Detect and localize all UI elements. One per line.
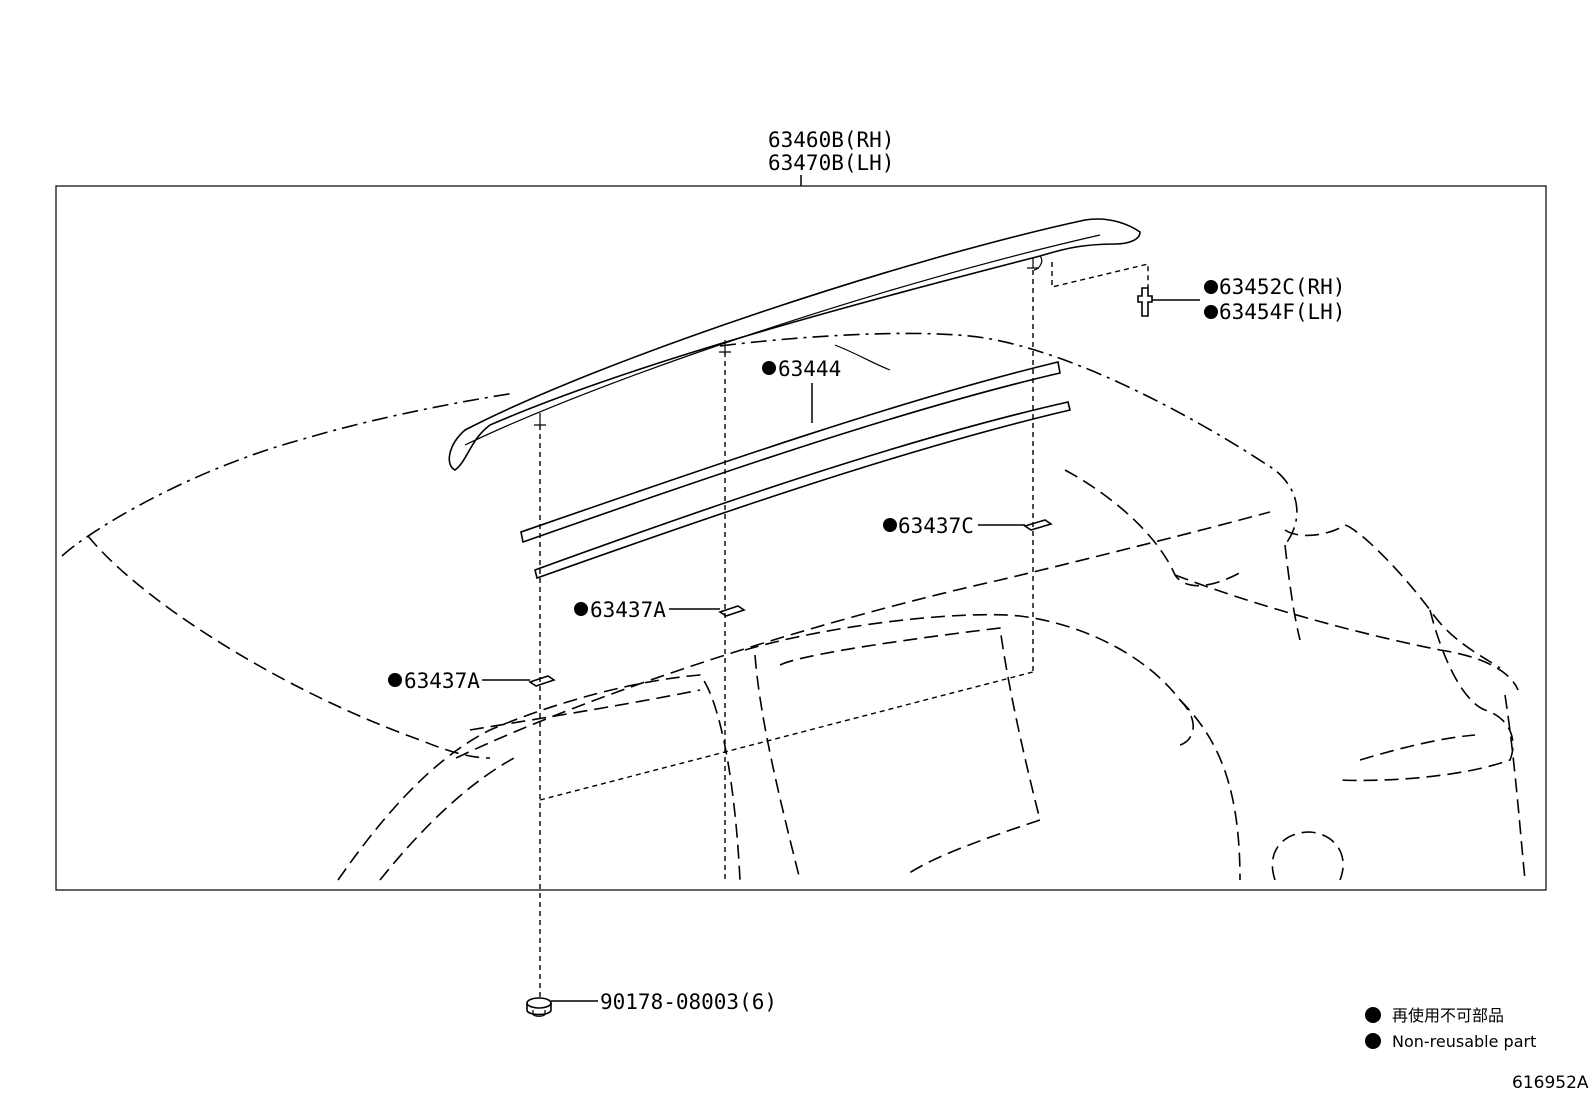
rail-lh-label: 63470B(LH) xyxy=(768,151,894,175)
legend: 再使用不可部品 Non-reusable part xyxy=(1365,1006,1536,1051)
legend-dot xyxy=(1365,1033,1381,1049)
non-reusable-dot xyxy=(1204,305,1218,319)
non-reusable-dot xyxy=(388,673,402,687)
alignment-lines xyxy=(539,262,1149,1000)
legend-en: Non-reusable part xyxy=(1392,1032,1536,1051)
rail-clip xyxy=(1137,287,1153,317)
vehicle-body-outline xyxy=(61,332,1526,881)
non-reusable-dot xyxy=(883,518,897,532)
pad-a-lower-label: 63437A xyxy=(404,669,480,693)
figure-ref-number: 616952A xyxy=(1512,1073,1589,1093)
pad-a-upper-label: 63437A xyxy=(590,598,666,622)
retainer-pads xyxy=(528,519,1053,687)
molding-label: 63444 xyxy=(778,357,841,381)
non-reusable-dot xyxy=(762,361,776,375)
nut-label: 90178-08003(6) xyxy=(600,990,777,1014)
roof-rail xyxy=(448,218,1141,471)
legend-jp: 再使用不可部品 xyxy=(1392,1006,1504,1025)
nut xyxy=(526,997,552,1017)
clip-lh-label: 63454F(LH) xyxy=(1219,300,1345,324)
non-reusable-dot xyxy=(574,602,588,616)
clip-rh-label: 63452C(RH) xyxy=(1219,275,1345,299)
rail-rh-label: 63460B(RH) xyxy=(768,128,894,152)
legend-dot xyxy=(1365,1007,1381,1023)
pad-c-label: 63437C xyxy=(898,514,974,538)
roof-molding xyxy=(520,361,1071,580)
non-reusable-dot xyxy=(1204,280,1218,294)
